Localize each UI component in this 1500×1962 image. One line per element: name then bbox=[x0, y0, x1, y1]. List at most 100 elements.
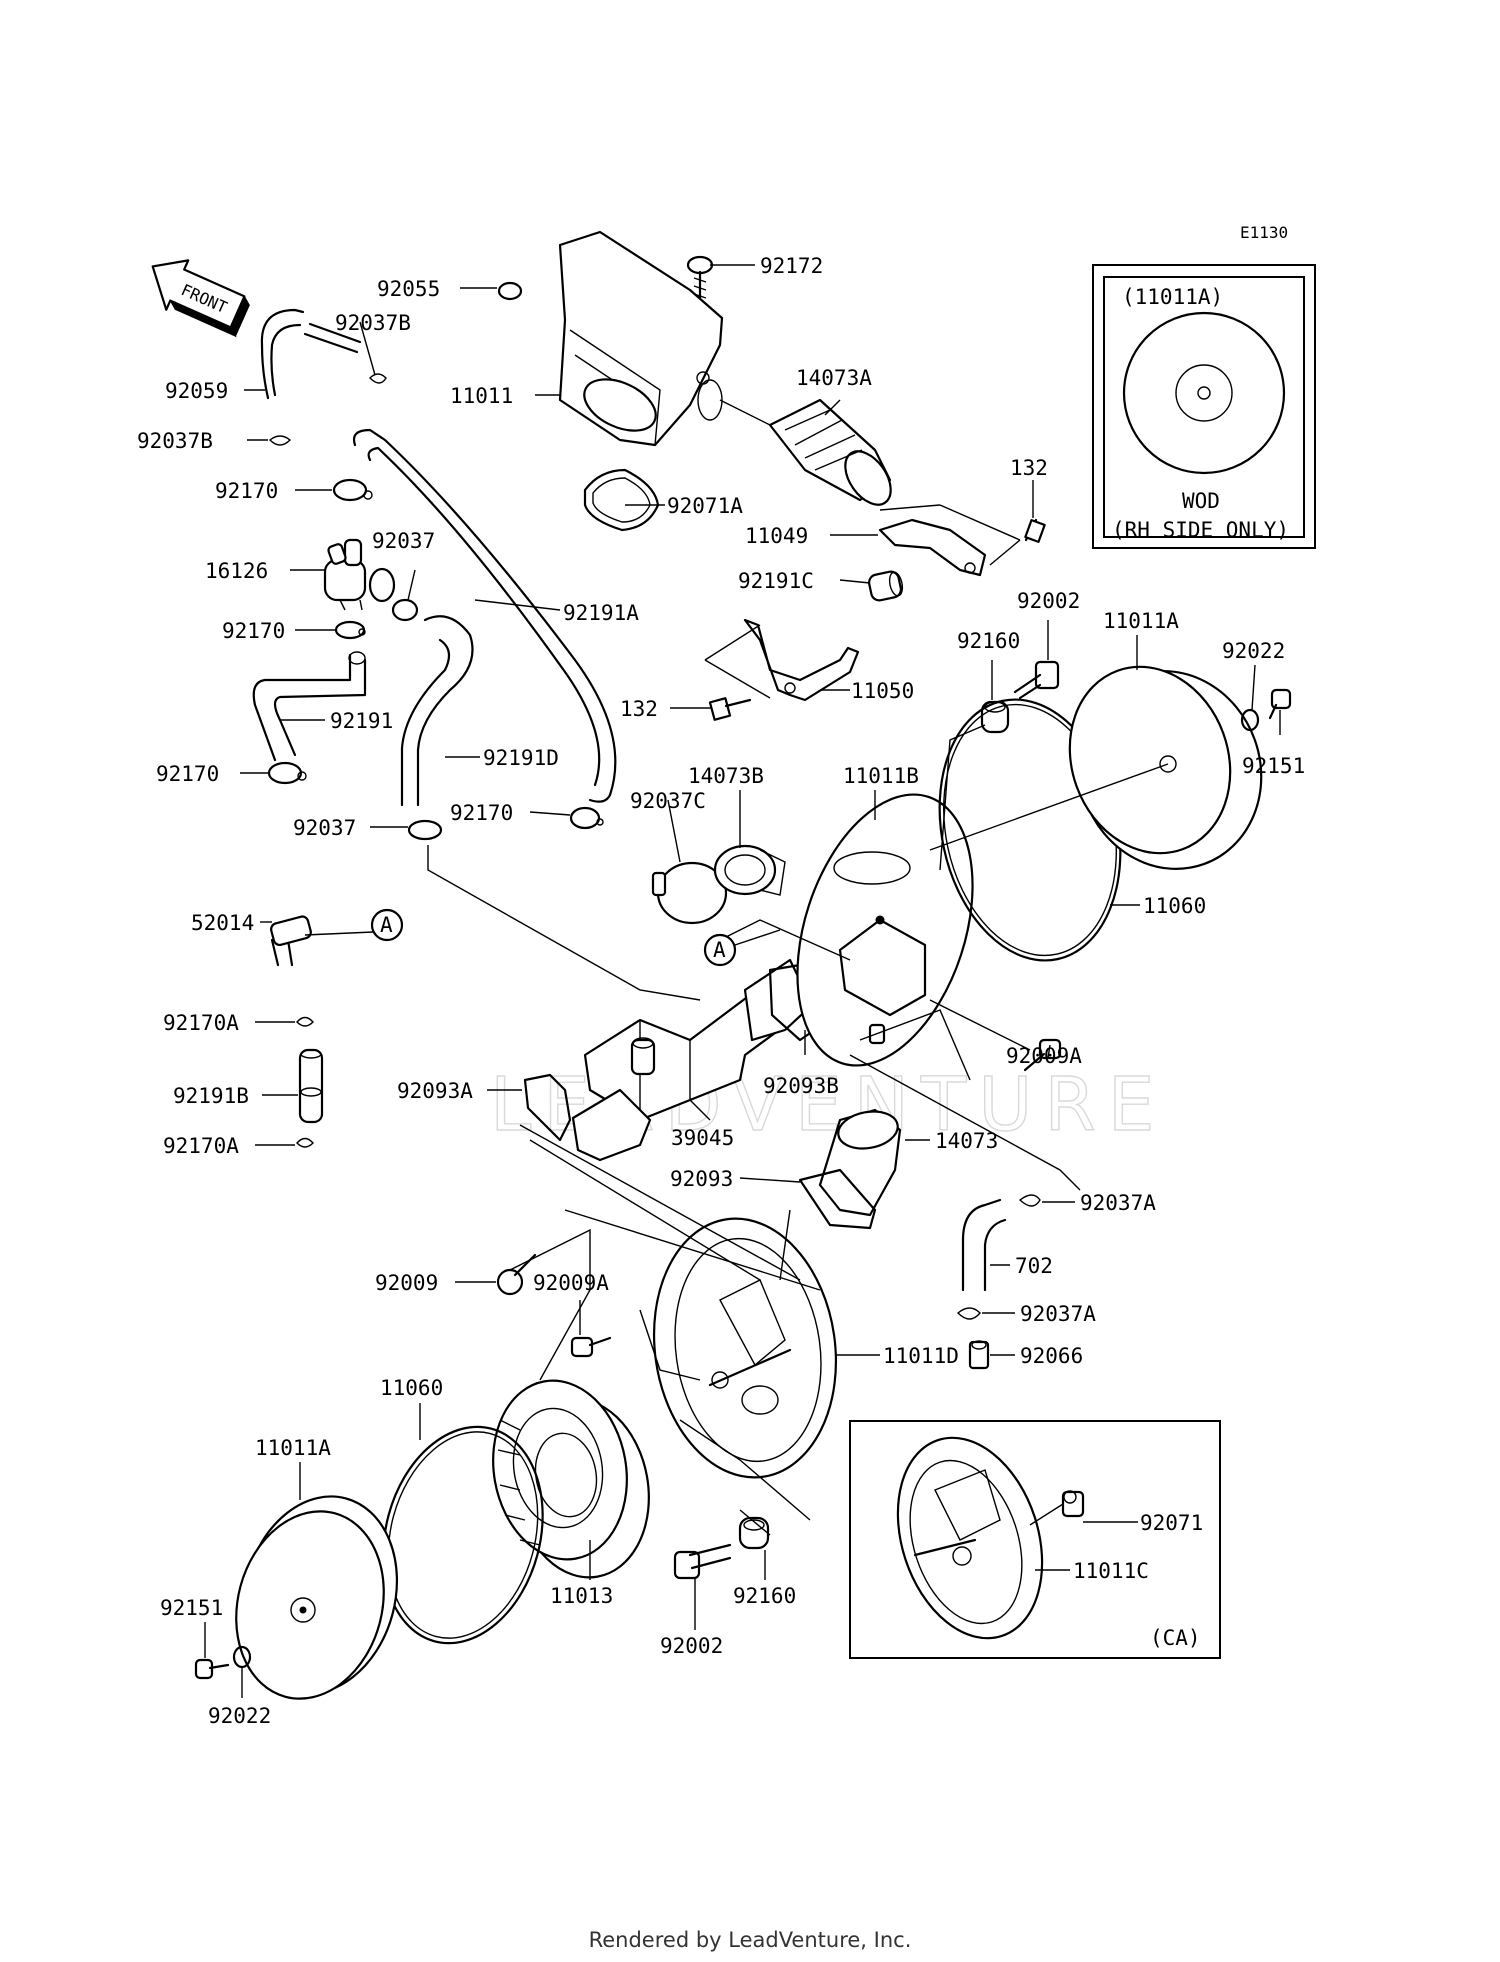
label-14073a: 14073A bbox=[796, 366, 872, 390]
label-92037b-1: 92037B bbox=[335, 311, 411, 335]
label-11011b: 11011B bbox=[843, 764, 919, 788]
bracket-11050 bbox=[704, 618, 860, 702]
fitting-52014 bbox=[270, 915, 312, 967]
label-92037-2: 92037 bbox=[293, 816, 356, 840]
clip-92037a-2 bbox=[956, 1307, 981, 1320]
inset-wod: (11011A) WOD (RH SIDE ONLY) bbox=[1092, 264, 1316, 549]
clip-92037b-left bbox=[268, 435, 292, 446]
cover-11011a-right bbox=[929, 665, 1263, 870]
label-11011a-2: 11011A bbox=[255, 1436, 331, 1460]
bolt-92151-lower bbox=[194, 1658, 230, 1680]
callout-a-left-text: A bbox=[380, 913, 393, 937]
label-92191a: 92191A bbox=[563, 601, 639, 625]
clamp-92037-2 bbox=[407, 819, 443, 841]
label-92191: 92191 bbox=[330, 709, 393, 733]
plenum-39045 bbox=[571, 958, 822, 1162]
label-11011: 11011 bbox=[450, 384, 513, 408]
label-92151-2: 92151 bbox=[160, 1596, 223, 1620]
label-11060-2: 11060 bbox=[380, 1376, 443, 1400]
clamp-92170a-1 bbox=[296, 1016, 314, 1027]
washer-92022-right bbox=[1240, 708, 1260, 732]
label-92009: 92009 bbox=[375, 1271, 438, 1295]
clamp-92170a-2 bbox=[296, 1137, 314, 1148]
label-92009a-1: 92009A bbox=[1006, 1044, 1082, 1068]
label-702: 702 bbox=[1015, 1254, 1053, 1278]
inset-ca: (CA) bbox=[849, 1420, 1221, 1659]
label-11011d: 11011D bbox=[883, 1344, 959, 1368]
valve-16126 bbox=[323, 538, 396, 611]
gasket-92093a bbox=[523, 1073, 572, 1142]
fitting-92066 bbox=[968, 1340, 990, 1370]
label-92009a-2: 92009A bbox=[533, 1271, 609, 1295]
label-92170-3: 92170 bbox=[156, 762, 219, 786]
boot-14073b bbox=[713, 844, 786, 896]
gasket-92093 bbox=[798, 1168, 877, 1230]
bolt-92009a-low bbox=[570, 1336, 612, 1358]
cover-11011a-lower bbox=[235, 1495, 399, 1700]
seal-92071a bbox=[583, 468, 660, 532]
label-14073b: 14073B bbox=[688, 764, 764, 788]
label-92055: 92055 bbox=[377, 277, 440, 301]
hose-92191 bbox=[252, 651, 367, 762]
label-92071: 92071 bbox=[1140, 1511, 1203, 1535]
diagram-code: E1130 bbox=[1240, 223, 1288, 242]
label-92170-1: 92170 bbox=[215, 479, 278, 503]
label-11049: 11049 bbox=[745, 524, 808, 548]
label-92172: 92172 bbox=[760, 254, 823, 278]
label-92037b-2: 92037B bbox=[137, 429, 213, 453]
inset-wod-part: (11011A) bbox=[1122, 285, 1223, 309]
boot-14073a bbox=[768, 398, 892, 506]
label-11060-1: 11060 bbox=[1143, 894, 1206, 918]
hose-92191d bbox=[400, 615, 474, 807]
label-92093b: 92093B bbox=[763, 1074, 839, 1098]
oring-92055 bbox=[497, 281, 523, 301]
front-arrow-icon: FRONT bbox=[151, 259, 250, 338]
bolt-132-top bbox=[1024, 518, 1046, 543]
label-92093a: 92093A bbox=[397, 1079, 473, 1103]
label-92037-1: 92037 bbox=[372, 529, 435, 553]
label-11050: 11050 bbox=[851, 679, 914, 703]
clip-92037a-1 bbox=[1018, 1194, 1041, 1207]
clamp-92170-3 bbox=[267, 761, 307, 785]
label-92160-1: 92160 bbox=[957, 629, 1020, 653]
label-92066: 92066 bbox=[1020, 1344, 1083, 1368]
label-92170a-2: 92170A bbox=[163, 1134, 239, 1158]
label-132-mid: 132 bbox=[620, 697, 658, 721]
label-92170a-1: 92170A bbox=[163, 1011, 239, 1035]
label-92160-2: 92160 bbox=[733, 1584, 796, 1608]
callout-a-mid-text: A bbox=[713, 938, 726, 962]
footer-credit: Rendered by LeadVenture, Inc. bbox=[588, 1928, 912, 1952]
label-92191b: 92191B bbox=[173, 1084, 249, 1108]
hose-702 bbox=[961, 1198, 1007, 1292]
label-52014: 52014 bbox=[191, 911, 254, 935]
inset-wod-line2: (RH SIDE ONLY) bbox=[1112, 518, 1289, 542]
collar-92191c bbox=[868, 570, 904, 602]
part-labels: 92055 92172 92037B 92059 11011 14073A 92… bbox=[137, 254, 1305, 1728]
clamp-92037-1 bbox=[391, 598, 419, 622]
tube-92191b bbox=[298, 1048, 324, 1124]
callout-a-mid: A bbox=[703, 929, 781, 967]
bracket-11049 bbox=[878, 504, 1021, 577]
label-11011c: 11011C bbox=[1073, 1559, 1149, 1583]
bolt-92002-lower bbox=[673, 1543, 732, 1580]
bolt-92002-1 bbox=[1013, 660, 1060, 700]
clamp-92037c bbox=[651, 861, 728, 925]
bolt-132-mid bbox=[708, 697, 752, 721]
label-14073: 14073 bbox=[935, 1129, 998, 1153]
label-92170-2: 92170 bbox=[222, 619, 285, 643]
callout-a-left: A bbox=[304, 908, 404, 942]
label-16126: 16126 bbox=[205, 559, 268, 583]
label-92059: 92059 bbox=[165, 379, 228, 403]
inset-ca-note: (CA) bbox=[1150, 1626, 1201, 1650]
label-92170-4: 92170 bbox=[450, 801, 513, 825]
guide-lines bbox=[427, 724, 1081, 1536]
hose-92059 bbox=[260, 308, 305, 400]
pipe-92037b-rod bbox=[303, 322, 362, 354]
label-92071a: 92071A bbox=[667, 494, 743, 518]
label-92191c: 92191C bbox=[738, 569, 814, 593]
label-92022-2: 92022 bbox=[208, 1704, 271, 1728]
label-92191d: 92191D bbox=[483, 746, 559, 770]
label-92037a-1: 92037A bbox=[1080, 1191, 1156, 1215]
ring-11060-lower bbox=[382, 1425, 544, 1645]
